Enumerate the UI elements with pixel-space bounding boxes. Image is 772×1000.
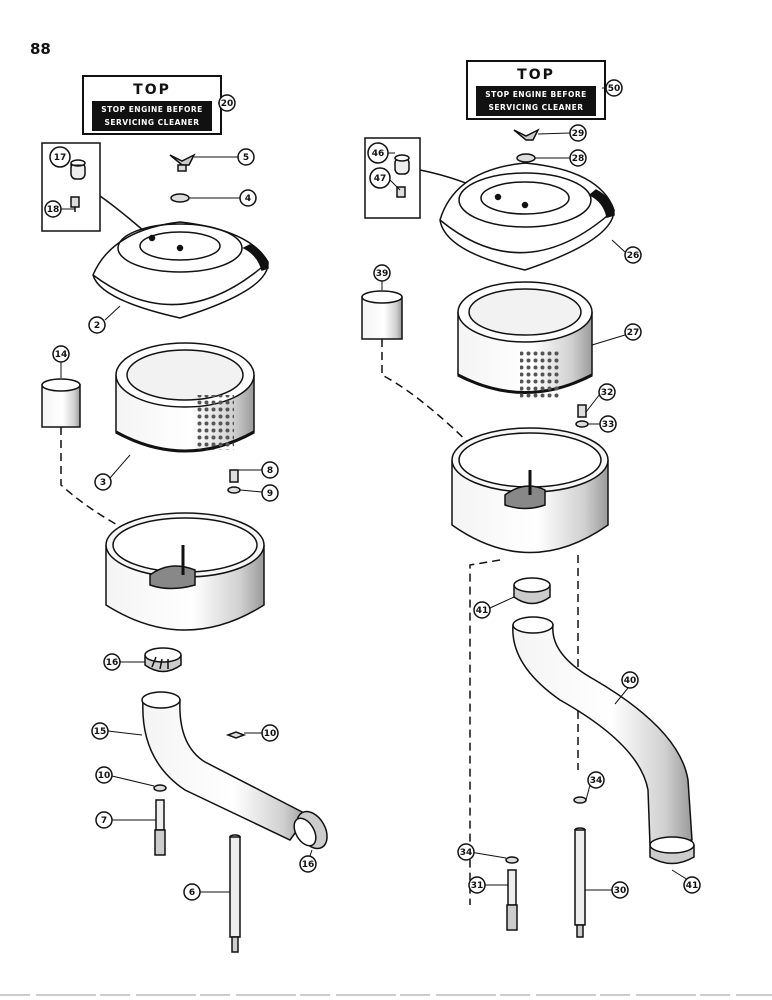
nut-right-part xyxy=(573,796,587,804)
elbow-hose-right-part xyxy=(512,616,693,846)
decal-right-heading: TOP xyxy=(517,67,555,83)
callout-18: 18 xyxy=(47,205,60,215)
callout-32: 32 xyxy=(601,388,614,398)
sleeve-right-part xyxy=(361,290,403,340)
callout-47: 47 xyxy=(374,174,387,184)
callout-7: 7 xyxy=(101,816,107,826)
filter-element-right-part xyxy=(457,281,593,400)
washer-right-part xyxy=(516,153,536,163)
callout-circles xyxy=(44,79,701,901)
callout-numbers: 20 17 18 5 4 2 14 3 8 9 16 15 10 10 7 6 … xyxy=(47,84,699,898)
washer-part xyxy=(170,193,190,203)
stud-right-short-part xyxy=(506,869,518,931)
callout-16: 16 xyxy=(106,658,119,668)
cover-part xyxy=(92,221,269,319)
callout-8: 8 xyxy=(267,466,273,476)
callout-39: 39 xyxy=(376,269,389,279)
stud-short-part xyxy=(154,799,166,856)
callout-2: 2 xyxy=(94,321,100,331)
decal-right-line2: SERVICING CLEANER xyxy=(488,103,584,112)
callout-40: 40 xyxy=(624,676,637,686)
callout-33: 33 xyxy=(602,420,615,430)
decal-right-warning: STOP ENGINE BEFORE SERVICING CLEANER xyxy=(476,86,596,116)
dashed-leader-right-lower xyxy=(469,559,501,905)
callout-31: 31 xyxy=(471,881,484,891)
hose-clamp-right-top-part xyxy=(513,577,551,605)
hose-clamp-top-part xyxy=(144,647,182,673)
rod-long-part xyxy=(229,834,241,953)
callout-17: 17 xyxy=(54,153,67,163)
callout-16-lower: 16 xyxy=(302,860,315,870)
callout-10: 10 xyxy=(264,729,277,739)
vacuator-valve-right-part xyxy=(394,154,410,175)
callout-26: 26 xyxy=(627,251,640,261)
cleaner-body-part xyxy=(105,512,265,631)
callout-34-lower: 34 xyxy=(460,848,473,858)
filter-element-part xyxy=(115,342,255,453)
decal-right-line1: STOP ENGINE BEFORE xyxy=(485,90,587,99)
decal-left-line2: SERVICING CLEANER xyxy=(104,118,200,127)
lock-washer-right-part xyxy=(575,420,589,428)
callout-9: 9 xyxy=(267,489,273,499)
callout-6: 6 xyxy=(189,888,195,898)
callout-10-lower: 10 xyxy=(98,771,111,781)
cover-right-part xyxy=(439,162,615,271)
screw-part xyxy=(229,469,239,483)
callout-46: 46 xyxy=(372,149,385,159)
decal-left-heading: TOP xyxy=(133,82,171,98)
hose-clamp-bottom-part xyxy=(293,810,328,850)
callout-4: 4 xyxy=(245,194,251,204)
nut-right-lower-part xyxy=(505,856,519,864)
leader-lines xyxy=(60,87,689,893)
callout-14: 14 xyxy=(55,350,68,360)
rod-right-long-part xyxy=(574,827,586,938)
sleeve-part xyxy=(41,378,81,428)
callout-27: 27 xyxy=(627,328,640,338)
callout-15: 15 xyxy=(94,727,107,737)
callout-3: 3 xyxy=(100,478,106,488)
wing-nut-right-part xyxy=(513,128,540,141)
cleaner-body-right-part xyxy=(451,427,609,554)
vacuator-valve-part xyxy=(70,159,86,180)
decal-left-warning: STOP ENGINE BEFORE SERVICING CLEANER xyxy=(92,101,212,131)
wing-nut-part xyxy=(169,153,196,172)
callout-41: 41 xyxy=(476,606,489,616)
nut-part xyxy=(225,731,247,739)
nut-part-lower xyxy=(153,784,167,792)
callout-5: 5 xyxy=(243,153,249,163)
callout-20: 20 xyxy=(221,99,234,109)
lock-washer-part xyxy=(227,486,241,494)
callout-28: 28 xyxy=(572,154,585,164)
callout-34: 34 xyxy=(590,776,603,786)
callout-29: 29 xyxy=(572,129,585,139)
callout-50: 50 xyxy=(608,84,621,94)
hose-clamp-right-bottom-part xyxy=(649,836,695,865)
screw-right-part xyxy=(577,404,587,418)
callout-30: 30 xyxy=(614,886,627,896)
elbow-hose-part xyxy=(141,691,310,841)
valve-fitting-right-part xyxy=(396,186,406,198)
callout-41-lower: 41 xyxy=(686,881,699,891)
decal-right: TOP STOP ENGINE BEFORE SERVICING CLEANER xyxy=(466,60,606,120)
decal-left-line1: STOP ENGINE BEFORE xyxy=(101,105,203,114)
page-number: 88 xyxy=(30,40,51,58)
